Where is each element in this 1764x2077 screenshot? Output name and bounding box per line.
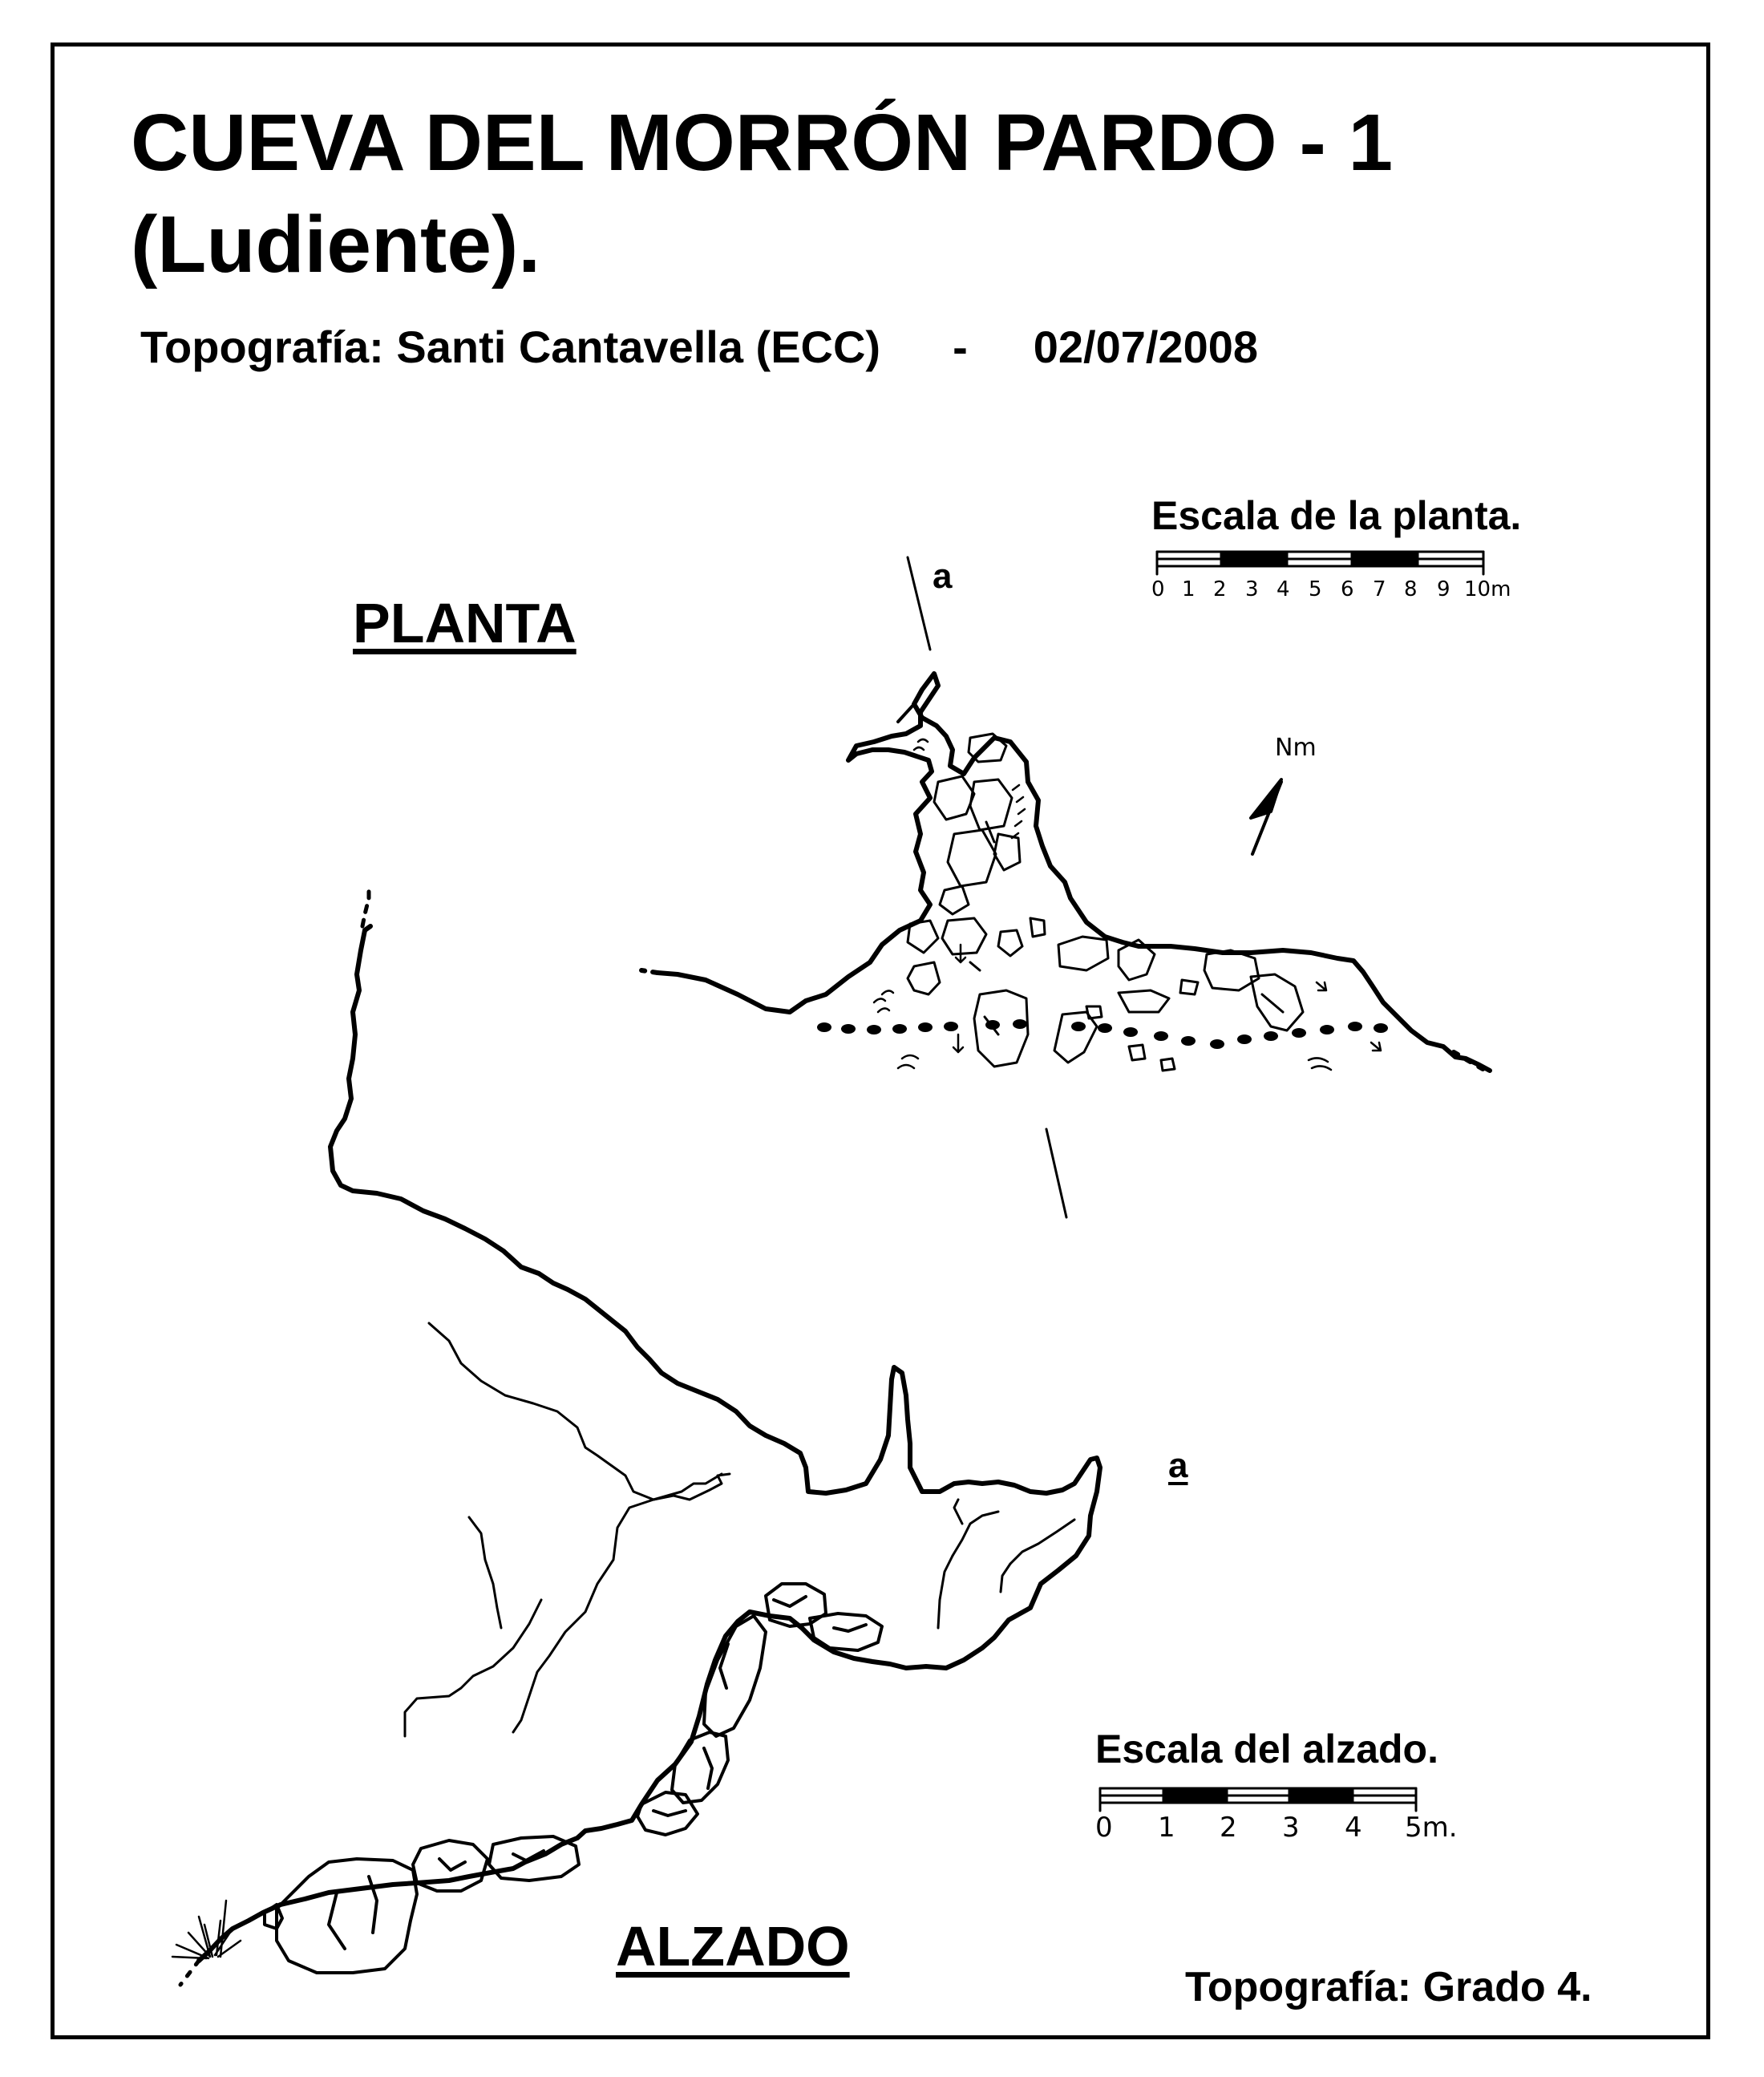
elevation-scale-tick: 5m. [1405, 1812, 1458, 1844]
plan-scale-tick: 4 [1276, 577, 1290, 601]
plan-cave-outline [639, 671, 1492, 1075]
survey-date: 02/07/2008 [1033, 322, 1259, 372]
survey-credits: Topografía: Santi Cantavella (ECC) - 02/07… [140, 325, 1258, 370]
plan-scale-tick: 2 [1213, 577, 1227, 601]
elevation-scale-tick: 0 [1095, 1812, 1113, 1844]
plan-scale-tick: 5 [1309, 577, 1322, 601]
plan-scale-bar [1155, 550, 1485, 576]
plan-scale-tick: 8 [1404, 577, 1418, 601]
elevation-scale-tick: 1 [1158, 1812, 1175, 1844]
plan-scale-tick: 1 [1182, 577, 1196, 601]
elevation-view-heading: ALZADO [616, 1915, 850, 1978]
entrance-vegetation-icon [171, 1899, 242, 1960]
map-frame [51, 43, 1710, 2039]
elevation-boulders [263, 1582, 884, 1974]
plan-scale-tick: 10m [1464, 577, 1511, 601]
plan-section-line [906, 556, 1068, 1219]
plan-drip-line [817, 1019, 1388, 1049]
elevation-scale-tick: 3 [1282, 1812, 1300, 1844]
credits-label: Topografía: Santi Cantavella (ECC) [140, 322, 881, 372]
plan-scale-tick: 3 [1245, 577, 1259, 601]
plan-view-heading: PLANTA [353, 592, 577, 654]
plan-scale-tick: 6 [1341, 577, 1354, 601]
elevation-scale-tick: 2 [1220, 1812, 1237, 1844]
plan-scale-tick: 9 [1437, 577, 1450, 601]
cave-location: (Ludiente). [131, 200, 541, 289]
plan-boulders [906, 732, 1305, 1072]
plan-scale-title: Escala de la planta. [1151, 493, 1522, 538]
elevation-scale-title: Escala del alzado. [1095, 1727, 1438, 1771]
elevation-fissures [403, 1322, 1076, 1738]
survey-grade: Topografía: Grado 4. [1185, 1964, 1592, 2010]
north-arrow-label: Nm [1275, 734, 1317, 762]
credits-separator: - [953, 322, 968, 372]
plan-annotations [872, 738, 1382, 1071]
elevation-scale-tick: 4 [1345, 1812, 1362, 1844]
plan-section-label: a [933, 557, 953, 596]
cave-title: CUEVA DEL MORRÓN PARDO - 1 [131, 98, 1394, 188]
elevation-scale-bar [1098, 1787, 1418, 1812]
plan-scale-tick: 0 [1151, 577, 1165, 601]
north-arrow-icon [1249, 778, 1283, 856]
elevation-section-label: a [1168, 1446, 1188, 1485]
plan-scale-tick: 7 [1373, 577, 1386, 601]
